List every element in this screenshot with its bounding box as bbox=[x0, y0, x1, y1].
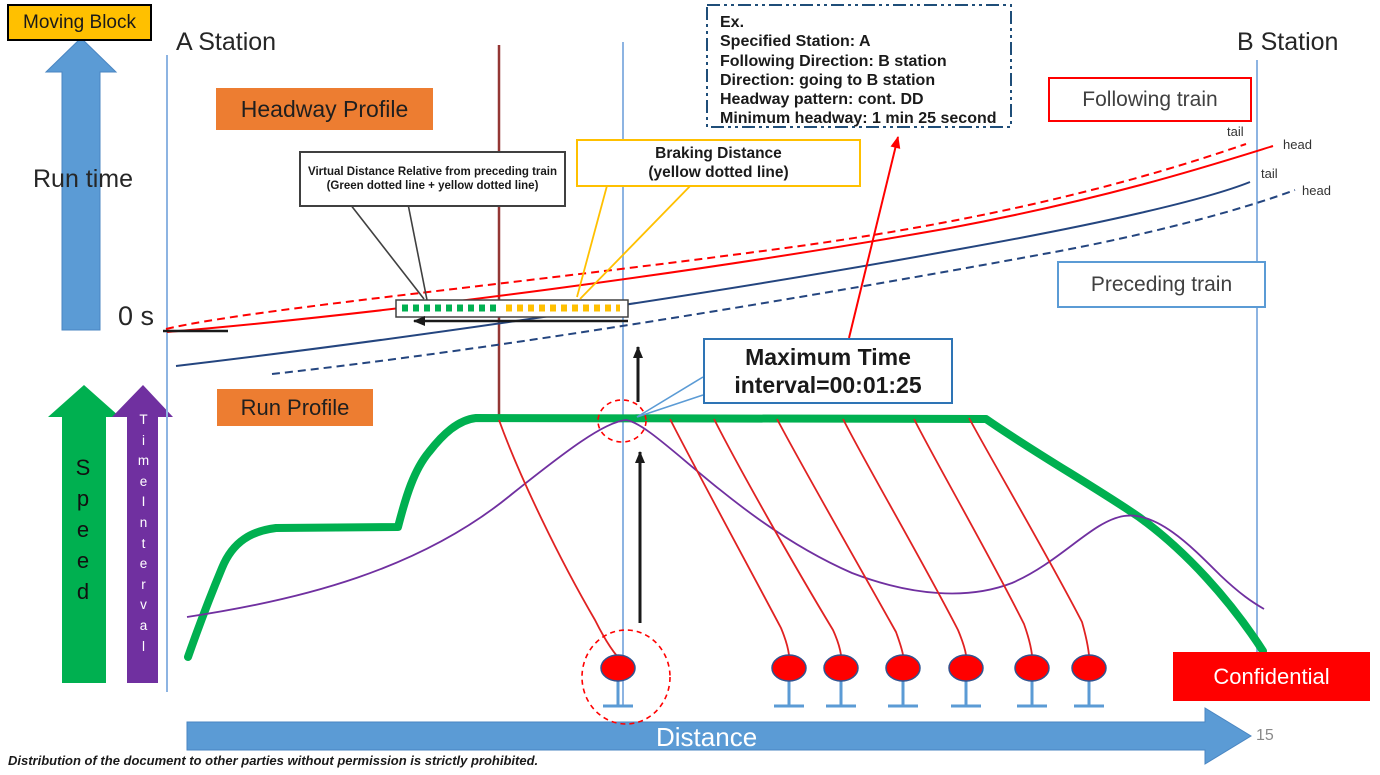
distance-axis-label: Distance bbox=[656, 722, 758, 752]
max-callout-line-2 bbox=[636, 394, 704, 418]
braking-curve-5 bbox=[842, 418, 967, 656]
a-station-label: A Station bbox=[176, 28, 277, 56]
preceding-tail-label: tail bbox=[1261, 166, 1278, 181]
virtual-distance-callout: Virtual Distance Relative from preceding… bbox=[299, 151, 566, 207]
example-box-border bbox=[706, 4, 1012, 128]
braking-curve-3 bbox=[713, 418, 842, 656]
footer-disclaimer: Distribution of the document to other pa… bbox=[8, 753, 539, 768]
example-line: Specified Station: A bbox=[720, 33, 871, 51]
following-tail-label: tail bbox=[1227, 124, 1244, 139]
speed-axis-arrow-icon bbox=[48, 385, 120, 683]
example-connector-arrow bbox=[848, 136, 901, 339]
headway-profile-chip: Headway Profile bbox=[216, 88, 433, 130]
preceding-head-label: head bbox=[1302, 183, 1331, 198]
following-train-tail-curve bbox=[165, 143, 1247, 330]
virtual-callout-line-1 bbox=[349, 203, 425, 300]
following-train-tag: Following train bbox=[1048, 77, 1252, 122]
braking-distance-line1: Braking Distance bbox=[655, 145, 782, 162]
max-callout-line-1 bbox=[636, 376, 704, 418]
example-line: Headway pattern: cont. DD bbox=[720, 91, 924, 109]
following-train-head-curve bbox=[166, 145, 1274, 333]
max-interval-line1: Maximum Time bbox=[745, 344, 911, 370]
speed-axis-label: S p e e d bbox=[75, 455, 91, 604]
example-line: Ex. bbox=[720, 14, 745, 31]
time-interval-axis-label: T i m e I n t e r v a l bbox=[137, 412, 150, 654]
stop-balloon bbox=[600, 654, 636, 708]
distance-axis-arrow-icon bbox=[186, 707, 1252, 765]
virtual-callout-line-2 bbox=[407, 203, 428, 301]
preceding-train-tail-curve bbox=[175, 181, 1251, 367]
confidential-stamp: Confidential bbox=[1173, 652, 1370, 701]
stop-balloon bbox=[1014, 654, 1050, 708]
stop-balloon bbox=[771, 654, 807, 708]
braking-distance-callout: Braking Distance (yellow dotted line) bbox=[576, 139, 861, 187]
zero-seconds-label: 0 s bbox=[118, 301, 155, 331]
stop-balloon bbox=[948, 654, 984, 708]
page-number: 15 bbox=[1256, 727, 1274, 744]
time-interval-curve bbox=[186, 419, 1265, 618]
preceding-train-tag: Preceding train bbox=[1057, 261, 1266, 308]
braking-curve-4 bbox=[776, 418, 904, 656]
speed-profile-curve bbox=[184, 414, 1267, 661]
braking-curve-1 bbox=[498, 419, 618, 657]
interval-highlight-circle bbox=[597, 399, 647, 443]
run-time-axis-arrow-icon bbox=[44, 37, 118, 331]
stop-balloon bbox=[823, 654, 859, 708]
braking-curve-7 bbox=[968, 417, 1090, 656]
stop-balloon bbox=[885, 654, 921, 708]
moving-block-badge: Moving Block bbox=[7, 4, 152, 41]
preceding-train-head-curve bbox=[271, 189, 1296, 375]
stop-balloons bbox=[600, 654, 1107, 708]
time-interval-axis-arrow-icon bbox=[112, 385, 173, 683]
stop-balloon bbox=[1071, 654, 1107, 708]
braking-callout-line-2 bbox=[579, 181, 695, 300]
run-profile-chip: Run Profile bbox=[217, 389, 373, 426]
b-station-label: B Station bbox=[1237, 28, 1339, 56]
braking-callout-line-1 bbox=[576, 181, 609, 298]
example-line: Minimum headway: 1 min 25 second bbox=[720, 110, 997, 128]
max-interval-line2: interval=00:01:25 bbox=[734, 372, 922, 398]
balloon-highlight-circle bbox=[581, 629, 671, 725]
braking-curve-6 bbox=[913, 418, 1033, 656]
max-interval-callout: Maximum Time interval=00:01:25 bbox=[703, 338, 953, 404]
example-line: Direction: going to B station bbox=[720, 71, 936, 89]
braking-distance-line2: (yellow dotted line) bbox=[648, 164, 789, 181]
virtual-distance-line1: Virtual Distance Relative from preceding… bbox=[307, 166, 558, 178]
example-line: Following Direction: B station bbox=[720, 52, 947, 70]
run-time-axis-label: Run time bbox=[33, 165, 134, 193]
braking-curve-2 bbox=[669, 418, 790, 656]
virtual-distance-line2: (Green dotted line + yellow dotted line) bbox=[326, 180, 539, 192]
following-head-label: head bbox=[1283, 137, 1312, 152]
example-box: Ex. Specified Station: A Following Direc… bbox=[708, 6, 1020, 129]
